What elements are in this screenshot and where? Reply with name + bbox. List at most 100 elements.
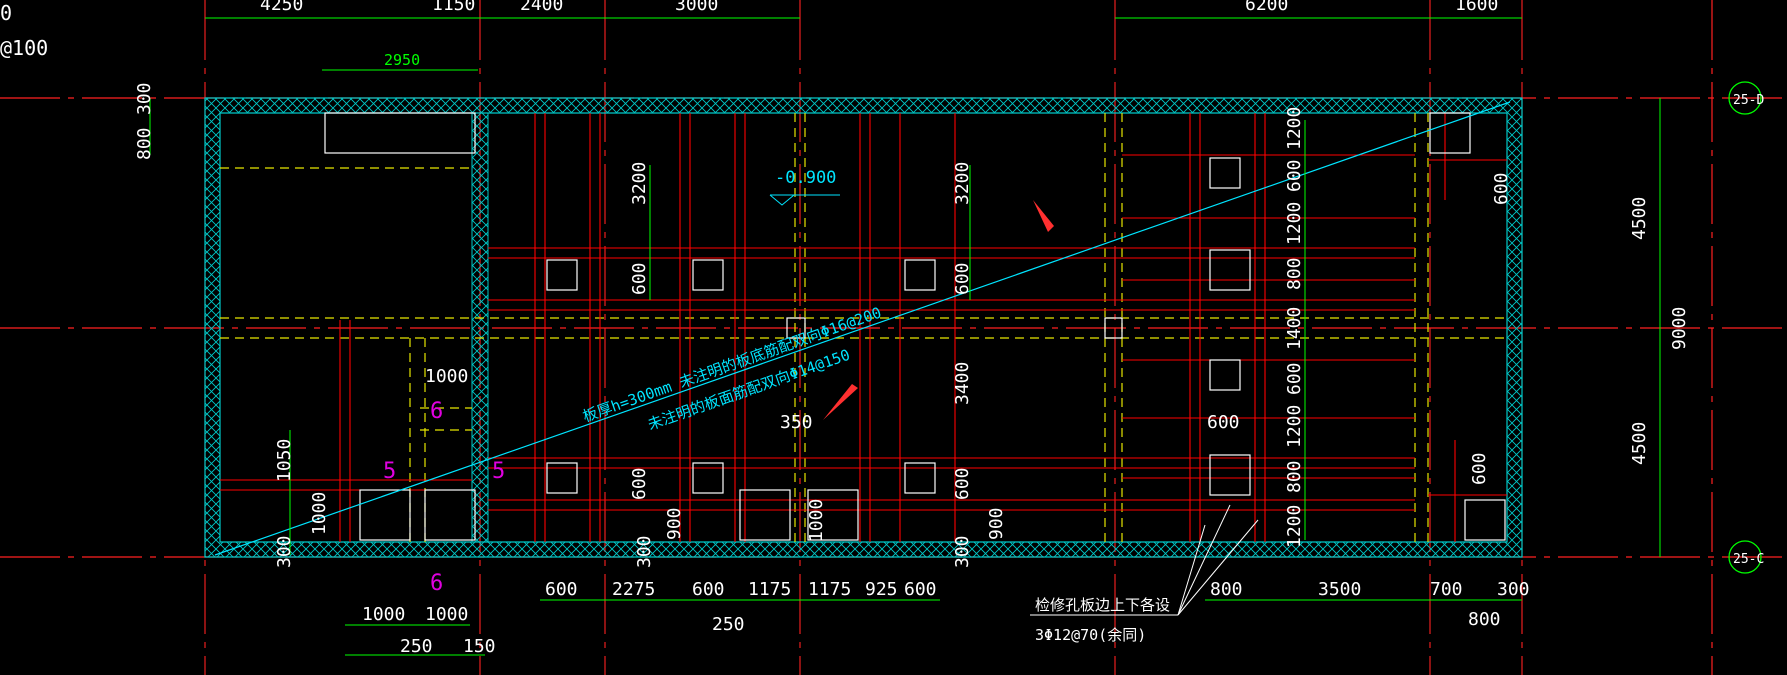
top-dimension: 3000 [675, 0, 718, 15]
axis-marker-label: 25-D [1733, 93, 1764, 108]
top-dimension: 1600 [1455, 0, 1498, 15]
bottom-dimension: 1000 [362, 604, 405, 625]
bottom-dimension: 600 [692, 579, 725, 600]
opening [739, 489, 791, 541]
opening-note-leaders [1030, 504, 1259, 616]
bottom-dimension: 700 [1430, 579, 1463, 600]
column-dimension: 800 [1284, 460, 1305, 493]
interior-dimension: 1000 [425, 366, 468, 387]
interior-dimension: 300 [634, 535, 655, 568]
interior-dimension: 600 [629, 467, 650, 500]
bottom-dimension: 800 [1468, 609, 1501, 630]
column-dimension: 600 [1491, 172, 1512, 205]
bottom-dimension: 1175 [748, 579, 791, 600]
opening [1209, 454, 1251, 496]
dimension-lines [149, 17, 1661, 656]
opening [807, 489, 859, 541]
axis-marker-circle [1728, 81, 1762, 115]
left-dimension: 1000 [309, 492, 330, 535]
opening [546, 259, 578, 291]
opening-note-line-2: 3Φ12@70(余同) [1035, 626, 1146, 644]
interior-dimension: 1000 [806, 499, 827, 542]
top-dimension: 1150 [432, 0, 475, 15]
corner-note-line-2: @100 [0, 36, 48, 60]
bottom-dimension-row-3: 250 150 [400, 636, 496, 657]
column-dimension: 600 [1284, 362, 1305, 395]
opening [904, 462, 936, 494]
left-dimension: 300 [134, 82, 155, 115]
arrow-indicator [823, 384, 858, 420]
opening [692, 259, 724, 291]
arrow-indicator [1033, 200, 1054, 232]
right-dimension: 9000 [1669, 307, 1690, 350]
column-dimension: 1200 [1284, 405, 1305, 448]
column-dimension: 1400 [1284, 307, 1305, 350]
axis-marker-circle [1728, 540, 1762, 574]
column-dimension: 1200 [1284, 505, 1305, 548]
rebar-lines [220, 113, 1507, 542]
column-dimension: 1200 [1284, 202, 1305, 245]
section-mark: 6 [430, 571, 443, 596]
interior-dimension: 350 [780, 412, 813, 433]
top-dimension: 4250 [260, 0, 303, 15]
diagonal-cut-line [214, 101, 1511, 556]
bottom-dimension: 2275 [612, 579, 655, 600]
opening [324, 112, 476, 154]
column-marker [786, 317, 806, 339]
right-dimension: 4500 [1629, 197, 1650, 240]
bottom-dimension: 250 [712, 614, 745, 635]
opening [1209, 359, 1241, 391]
pointer-arrows [823, 200, 1054, 420]
axis-marker-label: 25-C [1733, 552, 1764, 567]
opening [1209, 157, 1241, 189]
bottom-dimension: 300 [1497, 579, 1530, 600]
opening [1209, 249, 1251, 291]
right-dimension-texts: 4500 4500 9000 [1629, 197, 1690, 465]
column-dimension: 600 [1469, 452, 1490, 485]
bottom-dimension: 150 [463, 636, 496, 657]
opening [359, 489, 411, 541]
column-marker [1104, 317, 1123, 339]
bottom-dimension-row-2: 1000 1000 250 800 [362, 604, 1501, 635]
interior-dimension: 3200 [629, 162, 650, 205]
top-dimension: 2400 [520, 0, 563, 15]
left-dimension: 300 [274, 535, 295, 568]
interior-dimension: 600 [629, 262, 650, 295]
inner-top-dimension: 2950 [384, 51, 420, 69]
corner-note-line-1: 0 [0, 1, 12, 25]
column-dimension: 800 [1284, 257, 1305, 290]
top-dimension: 6200 [1245, 0, 1288, 15]
bottom-dimension: 1175 [808, 579, 851, 600]
interior-dimension: 900 [664, 507, 685, 540]
axis-marker-group [1728, 81, 1762, 574]
bottom-dimension: 3500 [1318, 579, 1361, 600]
interior-dimension: 300 [952, 535, 973, 568]
slab-openings [324, 112, 1506, 541]
column-dimension: 1200 [1284, 107, 1305, 150]
opening [1429, 112, 1471, 154]
bottom-dimension: 1000 [425, 604, 468, 625]
opening-note-line-1: 检修孔板边上下各设 [1035, 596, 1170, 614]
interior-dimension: 900 [986, 507, 1007, 540]
bottom-dimension: 925 [865, 579, 898, 600]
elevation-symbol [769, 194, 795, 206]
column-dimension: 600 [1207, 412, 1240, 433]
opening [692, 462, 724, 494]
opening [904, 259, 936, 291]
bottom-dimension-row-1: 600 2275 600 1175 1175 925 600 800 3500 … [545, 579, 1530, 600]
opening [546, 462, 578, 494]
interior-dimension: 600 [952, 467, 973, 500]
bottom-dimension: 600 [545, 579, 578, 600]
section-mark: 5 [383, 459, 396, 484]
left-dimension: 1050 [274, 439, 295, 482]
right-column-dimension-texts: 1200 600 1200 800 1400 600 1200 800 1200… [1207, 107, 1512, 548]
section-mark: 6 [430, 399, 443, 424]
opening [1464, 499, 1506, 541]
interior-dimension: 3400 [952, 362, 973, 405]
bottom-dimension: 600 [904, 579, 937, 600]
left-dimension: 800 [134, 127, 155, 160]
right-dimension: 4500 [1629, 422, 1650, 465]
left-dimension-texts: 300 800 1050 1000 300 [134, 82, 330, 568]
bottom-dimension: 250 [400, 636, 433, 657]
